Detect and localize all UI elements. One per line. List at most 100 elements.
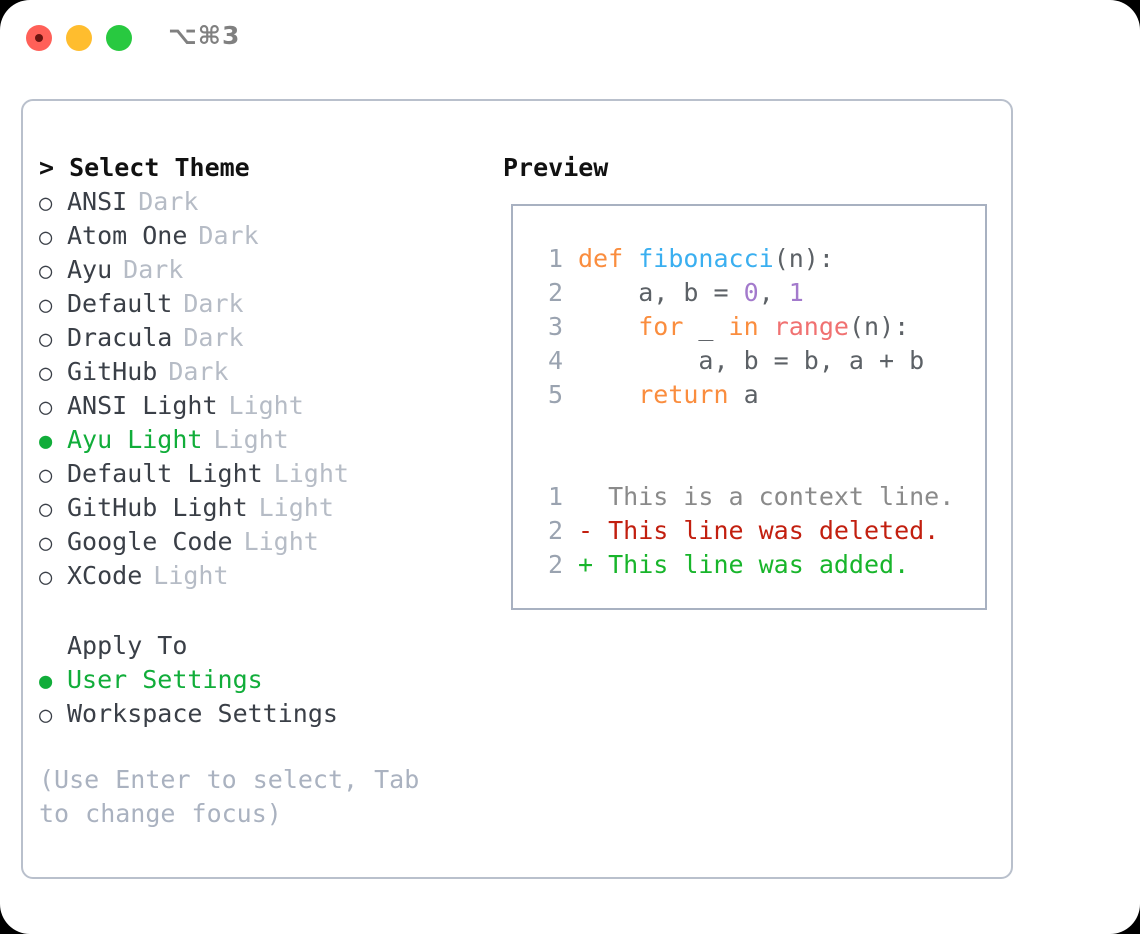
radio-icon: ○ xyxy=(39,259,53,284)
token-function: fibonacci xyxy=(638,244,774,273)
theme-option-variant: Dark xyxy=(168,357,229,386)
radio-icon: ○ xyxy=(39,531,53,556)
keyboard-hint-text: (Use Enter to select, Tab to change focu… xyxy=(39,765,420,828)
theme-option-default-dark[interactable]: ○ Default Dark xyxy=(39,287,489,321)
theme-option-label: ANSI xyxy=(67,187,128,216)
apply-to-option-label: Workspace Settings xyxy=(67,699,338,728)
apply-to-option-workspace-settings[interactable]: ○ Workspace Settings xyxy=(39,697,489,731)
radio-selected-icon: ● xyxy=(39,429,53,454)
theme-selector-column: > Select Theme ○ ANSI Dark ○ Atom One Da… xyxy=(39,151,489,831)
theme-option-variant: Dark xyxy=(183,289,244,318)
token-plain: (n): xyxy=(773,244,834,273)
theme-option-variant: Dark xyxy=(123,255,184,284)
token-plain: a xyxy=(728,380,759,409)
line-number: 3 xyxy=(547,312,563,341)
theme-option-label: Ayu xyxy=(67,255,113,284)
theme-option-label: XCode xyxy=(67,561,143,590)
theme-option-label: Dracula xyxy=(67,323,173,352)
theme-option-variant: Light xyxy=(258,493,334,522)
token-plain: , xyxy=(758,278,789,307)
diff-content: This line was deleted. xyxy=(608,516,940,545)
code-line-text: return a xyxy=(578,378,759,412)
hint-spacer xyxy=(39,731,489,763)
line-number: 1 xyxy=(547,482,563,511)
theme-option-google-code[interactable]: ○ Google Code Light xyxy=(39,525,489,559)
line-number: 2 xyxy=(547,550,563,579)
close-button[interactable] xyxy=(26,25,52,51)
token-keyword: def xyxy=(578,244,639,273)
theme-option-variant: Light xyxy=(213,425,289,454)
code-line-text: a, b = b, a + b xyxy=(578,344,924,378)
token-keyword: in xyxy=(728,312,759,341)
title-bar: ⌥⌘3 xyxy=(0,0,1140,80)
code-line-text: a, b = 0, 1 xyxy=(578,276,804,310)
minimize-button[interactable] xyxy=(66,25,92,51)
diff-line-added: 2 + This line was added. xyxy=(529,548,979,582)
theme-option-ansi-light[interactable]: ○ ANSI Light Light xyxy=(39,389,489,423)
code-blank-line xyxy=(529,446,979,480)
theme-option-default-light[interactable]: ○ Default Light Light xyxy=(39,457,489,491)
theme-option-label: GitHub Light xyxy=(67,493,248,522)
apply-to-header: Apply To xyxy=(67,631,188,660)
window-controls xyxy=(26,25,132,51)
maximize-button[interactable] xyxy=(106,25,132,51)
code-line-text: def fibonacci(n): xyxy=(578,242,834,276)
radio-icon: ○ xyxy=(39,497,53,522)
line-number: 5 xyxy=(547,380,563,409)
preview-box: 1 def fibonacci(n): 2 a, b = 0, 1 3 for … xyxy=(511,204,987,610)
theme-option-variant: Light xyxy=(153,561,229,590)
theme-option-variant: Dark xyxy=(138,187,199,216)
diff-content: This is a context line. xyxy=(608,482,955,511)
radio-icon: ○ xyxy=(39,463,53,488)
line-number: 2 xyxy=(547,516,563,545)
select-theme-header: > Select Theme xyxy=(39,153,250,182)
code-preview: 1 def fibonacci(n): 2 a, b = 0, 1 3 for … xyxy=(529,242,979,582)
theme-option-ayu-light[interactable]: ● Ayu Light Light xyxy=(39,423,489,457)
apply-to-option-label: User Settings xyxy=(67,665,263,694)
diff-line-text: - This line was deleted. xyxy=(578,514,939,548)
theme-option-github-dark[interactable]: ○ GitHub Dark xyxy=(39,355,489,389)
token-plain: (n): xyxy=(848,312,910,341)
token-keyword: for xyxy=(638,312,684,341)
line-number: 1 xyxy=(547,244,563,273)
token-number: 1 xyxy=(788,278,804,307)
radio-icon: ○ xyxy=(39,191,53,216)
theme-option-label: ANSI Light xyxy=(67,391,218,420)
theme-option-variant: Light xyxy=(273,459,349,488)
radio-icon: ○ xyxy=(39,225,53,250)
token-plain: a, b = xyxy=(578,278,744,307)
theme-option-label: Default Light xyxy=(67,459,263,488)
code-line-text: for _ in range(n): xyxy=(578,310,909,344)
theme-option-ansi-dark[interactable]: ○ ANSI Dark xyxy=(39,185,489,219)
theme-option-atom-one-dark[interactable]: ○ Atom One Dark xyxy=(39,219,489,253)
theme-option-variant: Light xyxy=(228,391,304,420)
diff-line-text: + This line was added. xyxy=(578,548,909,582)
token-plain: a, b = b, a + b xyxy=(578,346,925,375)
code-blank-line xyxy=(529,412,979,446)
radio-icon: ○ xyxy=(39,327,53,352)
theme-option-label: Ayu Light xyxy=(67,425,203,454)
theme-option-label: Google Code xyxy=(67,527,233,556)
code-line: 2 a, b = 0, 1 xyxy=(529,276,979,310)
theme-option-github-light[interactable]: ○ GitHub Light Light xyxy=(39,491,489,525)
theme-option-variant: Dark xyxy=(198,221,259,250)
theme-option-variant: Dark xyxy=(183,323,244,352)
token-number: 0 xyxy=(743,278,759,307)
radio-selected-icon: ● xyxy=(39,669,53,694)
diff-line-text: This is a context line. xyxy=(578,480,954,514)
preview-header: Preview xyxy=(503,153,609,182)
theme-option-xcode[interactable]: ○ XCode Light xyxy=(39,559,489,593)
theme-option-label: Default xyxy=(67,289,173,318)
radio-icon: ○ xyxy=(39,703,53,728)
diff-prefix xyxy=(578,482,608,511)
token-plain xyxy=(759,312,774,341)
apply-to-option-user-settings[interactable]: ● User Settings xyxy=(39,663,489,697)
keyboard-shortcut-label: ⌥⌘3 xyxy=(168,21,241,50)
list-spacer xyxy=(39,593,489,629)
theme-option-ayu-dark[interactable]: ○ Ayu Dark xyxy=(39,253,489,287)
diff-line-deleted: 2 - This line was deleted. xyxy=(529,514,979,548)
theme-option-dracula-dark[interactable]: ○ Dracula Dark xyxy=(39,321,489,355)
token-call: range xyxy=(773,312,849,341)
line-number: 4 xyxy=(547,346,563,375)
